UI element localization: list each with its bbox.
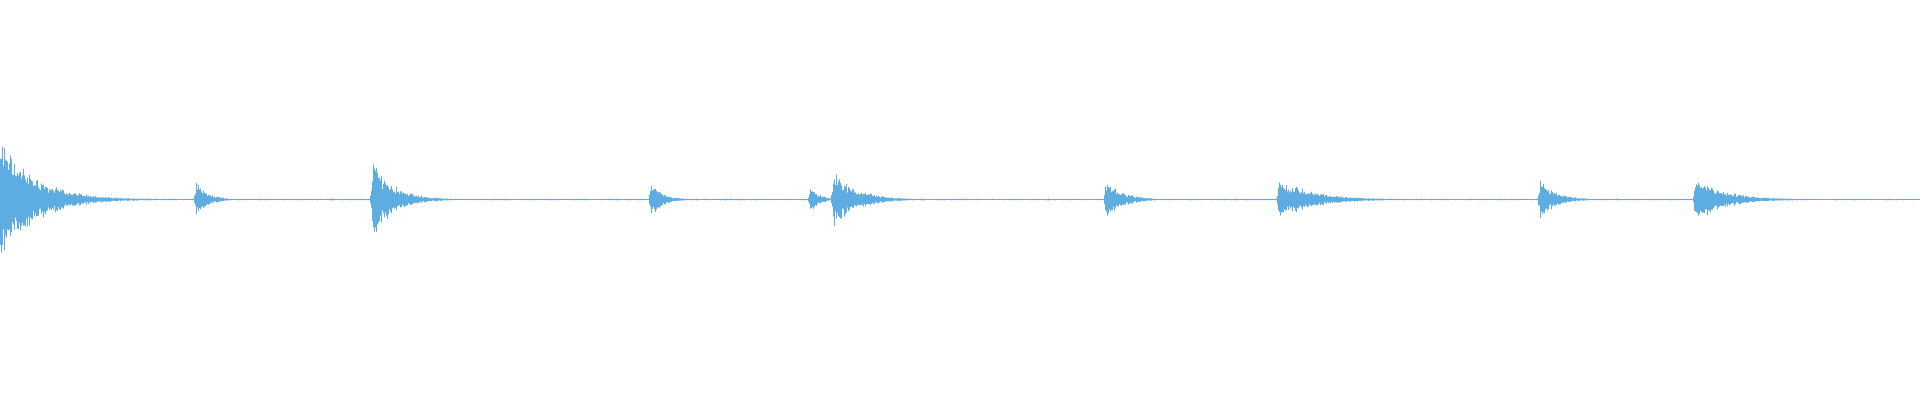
waveform-path <box>0 146 1920 253</box>
waveform-samples <box>0 146 1920 253</box>
